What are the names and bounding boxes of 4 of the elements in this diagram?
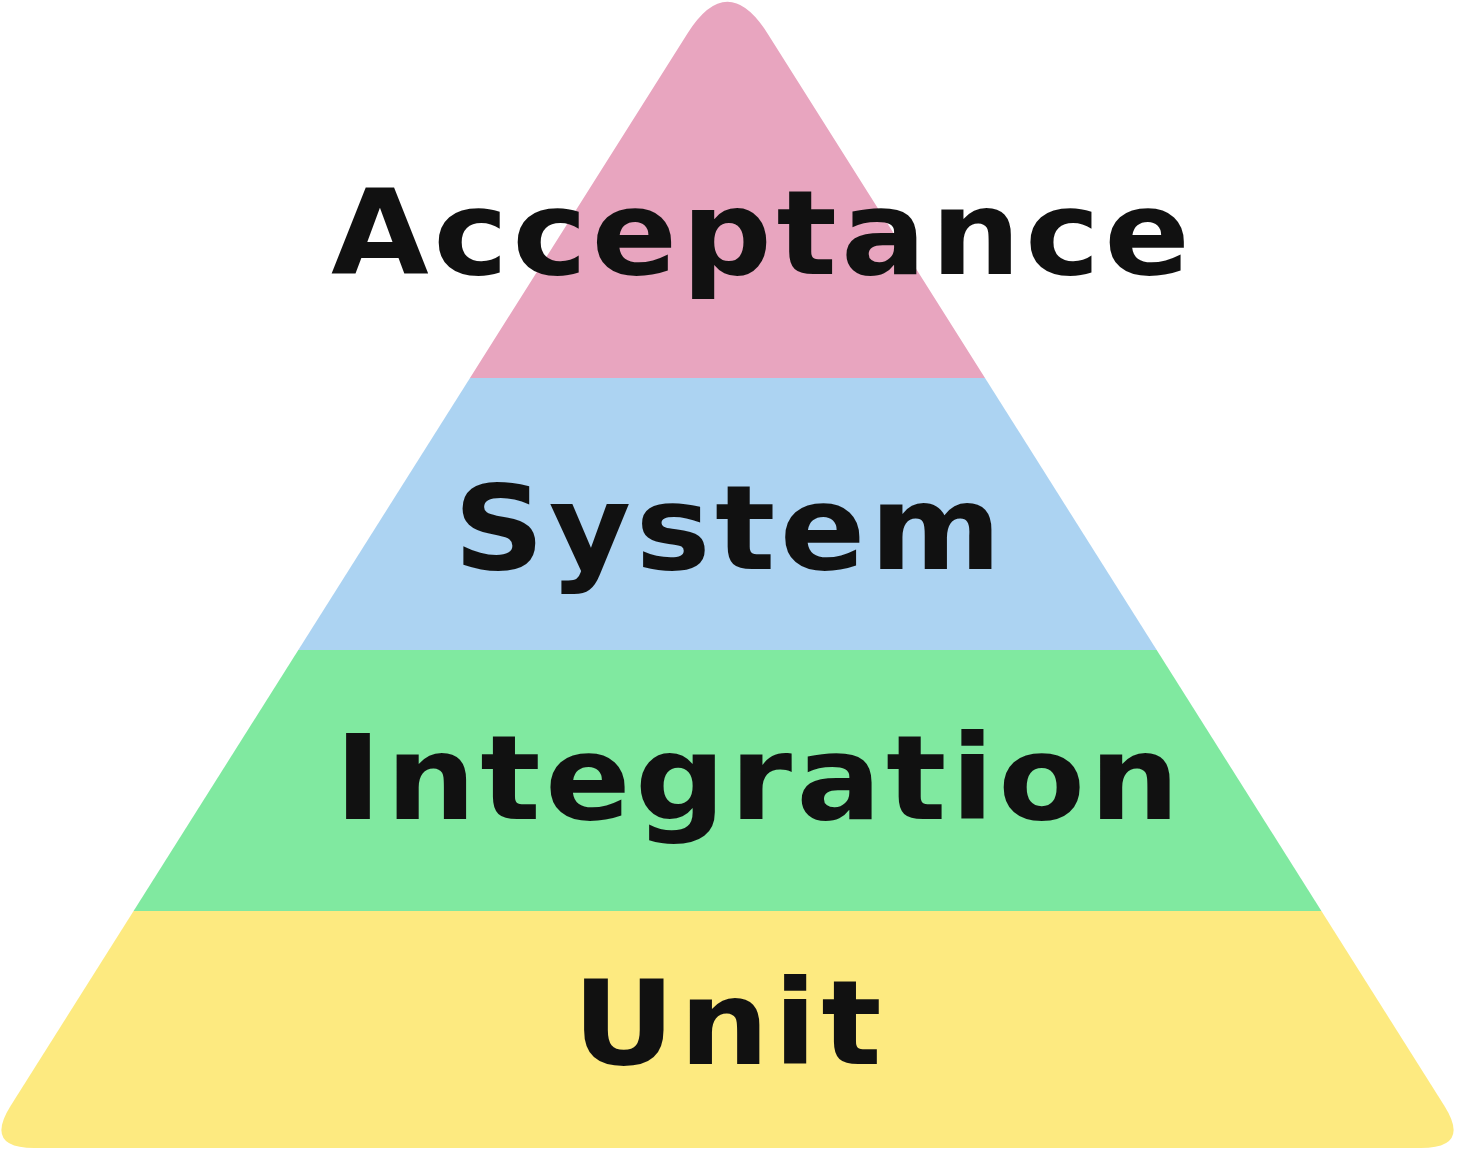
tier-label: Unit <box>572 954 886 1095</box>
tier-label: System <box>454 459 1007 600</box>
tier-label: Integration <box>334 709 1184 850</box>
tier-label: Acceptance <box>330 164 1194 305</box>
